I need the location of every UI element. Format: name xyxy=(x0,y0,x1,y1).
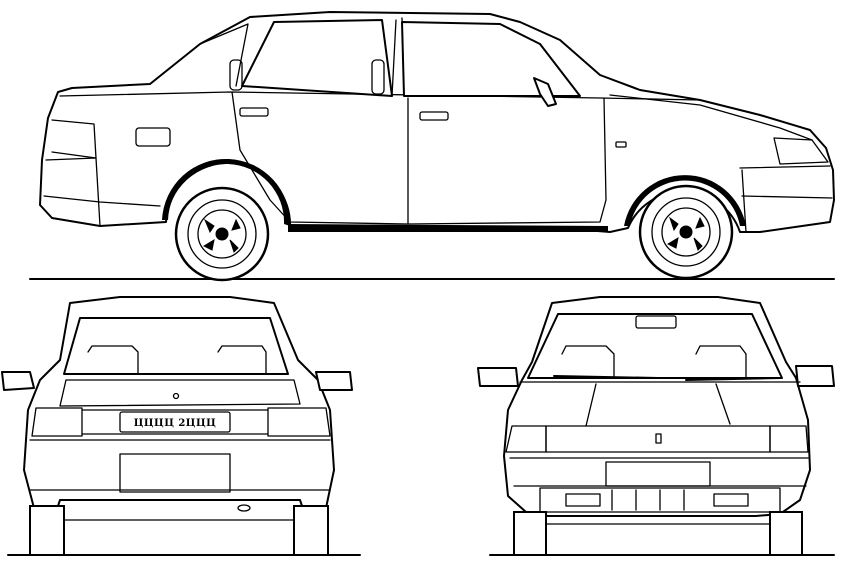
side-rear-bumper-line xyxy=(43,195,161,207)
rear-headrests xyxy=(87,345,267,375)
front-right-tire xyxy=(769,511,803,556)
rear-trunk-lock xyxy=(172,392,180,400)
rear-badge-text: ЦЦЦЦ 2ЦЦЦ xyxy=(134,418,217,429)
rear-right-tire xyxy=(293,505,329,556)
rear-right-mirror xyxy=(315,371,353,391)
front-right-foglight xyxy=(713,493,749,507)
front-rearview-mirror xyxy=(635,315,677,329)
front-left-tire xyxy=(513,511,547,556)
rear-view: ЦЦЦЦ 2ЦЦЦ xyxy=(1,296,361,556)
side-b-pillar-2 xyxy=(401,17,405,97)
side-turn-repeater xyxy=(615,141,627,148)
side-rear-quarter-window xyxy=(149,23,249,87)
front-left-foglight xyxy=(565,493,601,507)
rear-right-taillight xyxy=(267,407,331,437)
side-front-arch xyxy=(624,175,746,226)
side-front-door xyxy=(407,97,607,225)
side-rear-door xyxy=(231,91,409,225)
side-front-door-handle xyxy=(419,111,449,121)
side-rear-wheel xyxy=(174,186,270,282)
side-rear-headrest xyxy=(229,59,243,91)
front-right-indicator xyxy=(769,425,809,453)
front-emblem xyxy=(655,433,662,444)
side-front-bumper-edge xyxy=(741,169,747,233)
side-fuel-door xyxy=(135,127,171,147)
side-b-pillar xyxy=(391,19,397,97)
side-hood-line xyxy=(609,94,813,141)
rear-light-band xyxy=(81,409,269,435)
rear-window xyxy=(63,317,289,375)
side-rear-door-window xyxy=(241,19,393,97)
front-wipers xyxy=(553,375,781,381)
rear-bumper-lines xyxy=(29,439,331,491)
front-right-mirror xyxy=(795,365,835,387)
rear-license-plate xyxy=(119,453,231,493)
rear-left-mirror xyxy=(1,371,35,391)
side-front-wheel xyxy=(638,184,734,280)
rear-left-tire xyxy=(29,505,65,556)
front-view xyxy=(477,296,835,556)
front-headrests xyxy=(561,345,747,379)
side-sill xyxy=(288,224,608,232)
rear-badge xyxy=(119,411,231,433)
front-license-plate xyxy=(605,461,711,487)
side-taillight xyxy=(51,119,97,159)
front-windshield xyxy=(527,313,783,379)
side-rear-door-handle xyxy=(239,107,269,117)
rear-exhaust xyxy=(237,504,251,512)
side-rear-bumper xyxy=(45,157,101,227)
front-left-mirror xyxy=(477,367,519,387)
rear-trunk-lid xyxy=(59,379,301,407)
front-hood-lines xyxy=(519,381,801,427)
side-seat-headrest xyxy=(371,59,385,95)
side-mirror xyxy=(533,77,557,107)
side-view xyxy=(29,11,835,282)
rear-underbody xyxy=(63,505,295,521)
rear-left-taillight xyxy=(31,407,83,437)
front-intake-slats xyxy=(611,489,685,511)
side-headlight xyxy=(773,137,829,165)
front-underbody xyxy=(545,515,771,525)
side-front-bumper-lines xyxy=(739,165,833,199)
